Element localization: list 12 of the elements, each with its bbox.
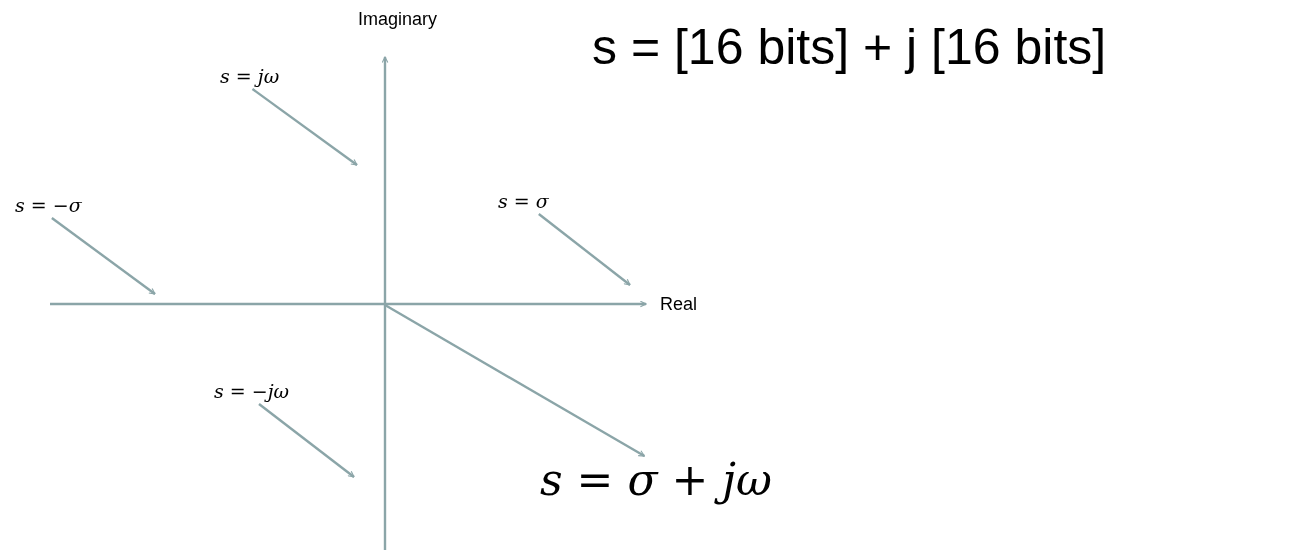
axis-label: Real [660, 295, 698, 313]
vector-arrow [384, 303, 645, 458]
leader-arrow [258, 403, 355, 478]
leader-arrow [538, 213, 631, 286]
leader-arrow [51, 217, 156, 295]
leader-arrow [251, 88, 358, 166]
math-label: s = −jω [214, 382, 290, 401]
axis-label: Imaginary [358, 10, 438, 28]
math-label: s = jω [220, 67, 280, 86]
equation-text: s = [16 bits] + j [16 bits] [592, 22, 1107, 72]
math-label: s = σ [498, 192, 549, 211]
math-label: s = −σ [15, 196, 82, 215]
